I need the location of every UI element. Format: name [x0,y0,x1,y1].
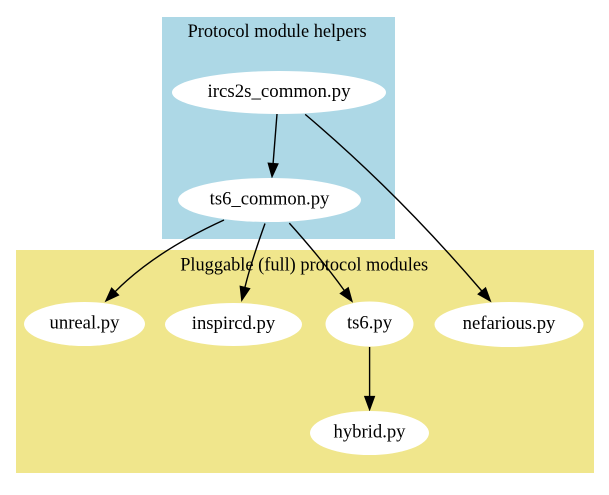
svg-text:ts6_common.py: ts6_common.py [210,189,330,210]
svg-text:inspircd.py: inspircd.py [192,313,276,334]
svg-text:hybrid.py: hybrid.py [333,422,406,443]
svg-text:unreal.py: unreal.py [50,313,121,334]
svg-text:Pluggable (full) protocol modu: Pluggable (full) protocol modules [180,255,428,276]
svg-text:Protocol module helpers: Protocol module helpers [188,21,367,42]
svg-text:ircs2s_common.py: ircs2s_common.py [208,81,352,102]
svg-text:ts6.py: ts6.py [347,313,393,334]
svg-text:nefarious.py: nefarious.py [463,313,556,334]
